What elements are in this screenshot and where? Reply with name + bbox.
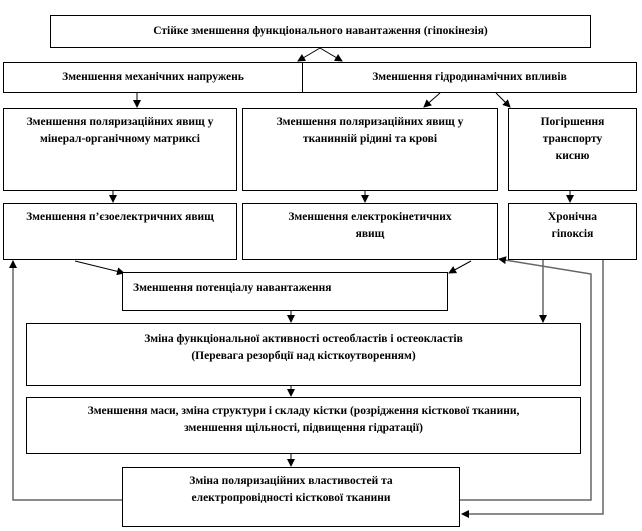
arrow-hydro-oxygen	[495, 92, 511, 108]
node-root-label: Стійке зменшення функціонального наванта…	[153, 25, 488, 37]
node-polar-matrix-label: Зменшення поляризаційних явищ у мінерал-…	[26, 116, 214, 145]
node-polar-matrix: Зменшення поляризаційних явищ у мінерал-…	[3, 108, 237, 191]
node-electrokinetic-label: Зменшення електрокінетичних явищ	[288, 211, 452, 240]
arrow-hydro-fluid	[423, 92, 441, 108]
node-hypoxia-label: Хронічна гіпоксія	[547, 211, 598, 240]
node-mass-label: Зменшення маси, зміна структури і складу…	[87, 405, 520, 434]
node-activity: Зміна функціональної активності остеобла…	[26, 323, 581, 386]
node-oxygen-label: Погіршення транспорту кисню	[540, 116, 605, 162]
node-polar-fluid-label: Зменшення поляризаційних явищ у тканинні…	[276, 116, 464, 145]
node-oxygen: Погіршення транспорту кисню	[508, 108, 637, 191]
arrow-root-hydro	[319, 47, 343, 62]
node-root: Стійке зменшення функціонального наванта…	[50, 15, 591, 48]
loop-hypoxia-final	[461, 260, 604, 518]
node-hypoxia: Хронічна гіпоксія	[508, 203, 637, 260]
node-mechanical-label: Зменшення механічних напружень	[62, 71, 244, 83]
node-potential: Зменшення потенціалу навантаження	[122, 272, 448, 311]
node-activity-line2: (Перевага резорбції над кісткоутворенням…	[191, 350, 416, 362]
node-piezo: Зменшення п’єзоелектричних явищ	[3, 203, 237, 260]
node-potential-label: Зменшення потенціалу навантаження	[133, 282, 332, 294]
loop-final-piezo	[9, 260, 122, 501]
node-hydrodynamic-label: Зменшення гідродинамічних впливів	[372, 71, 567, 83]
loop-final-electro	[460, 256, 592, 501]
node-piezo-label: Зменшення п’єзоелектричних явищ	[26, 211, 214, 223]
node-mass: Зменшення маси, зміна структури і складу…	[26, 397, 581, 454]
node-activity-line1: Зміна функціональної активності остеобла…	[144, 333, 463, 345]
arrow-electro-potential	[448, 260, 472, 274]
node-mechanical: Зменшення механічних напружень	[3, 62, 303, 93]
node-final: Зміна поляризаційних властивостей та еле…	[122, 467, 460, 527]
node-electrokinetic: Зменшення електрокінетичних явищ	[242, 203, 498, 260]
node-hydrodynamic: Зменшення гідродинамічних впливів	[302, 62, 637, 93]
arrow-root-mech	[297, 47, 321, 62]
node-final-label: Зміна поляризаційних властивостей та еле…	[189, 475, 393, 504]
node-polar-fluid: Зменшення поляризаційних явищ у тканинні…	[242, 108, 498, 191]
arrow-piezo-potential	[74, 260, 125, 276]
